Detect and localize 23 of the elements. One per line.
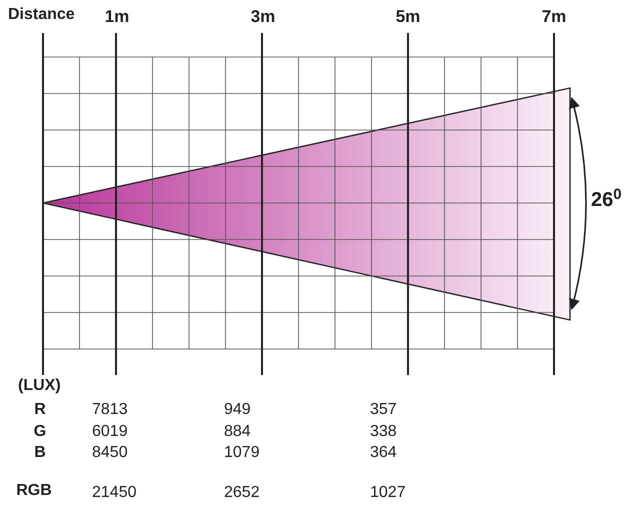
lux-value: 8450: [92, 443, 128, 463]
lux-value: 1079: [224, 443, 260, 463]
lux-value: 7813: [92, 400, 128, 420]
lux-value: 338: [370, 422, 397, 442]
row-label: B: [34, 443, 46, 463]
lux-value: 357: [370, 400, 397, 420]
lux-value: 884: [224, 422, 251, 442]
unit-label: (LUX): [18, 376, 61, 396]
angle-label: 26$^{0}$: [591, 188, 622, 213]
lux-value: 2652: [224, 483, 260, 503]
axis-title: Distance: [8, 5, 75, 25]
lux-value: 21450: [92, 483, 136, 503]
lux-value: 1027: [370, 483, 406, 503]
distance-label: 5m: [396, 6, 420, 28]
row-label: RGB: [16, 481, 52, 501]
row-label: G: [34, 422, 46, 442]
lux-value: 949: [224, 400, 251, 420]
lux-value: 6019: [92, 422, 128, 442]
distance-label: 3m: [250, 6, 276, 28]
lux-value: 364: [370, 443, 397, 463]
row-label: R: [34, 400, 46, 420]
distance-label: 1m: [104, 6, 130, 28]
distance-label: 7m: [542, 6, 566, 28]
